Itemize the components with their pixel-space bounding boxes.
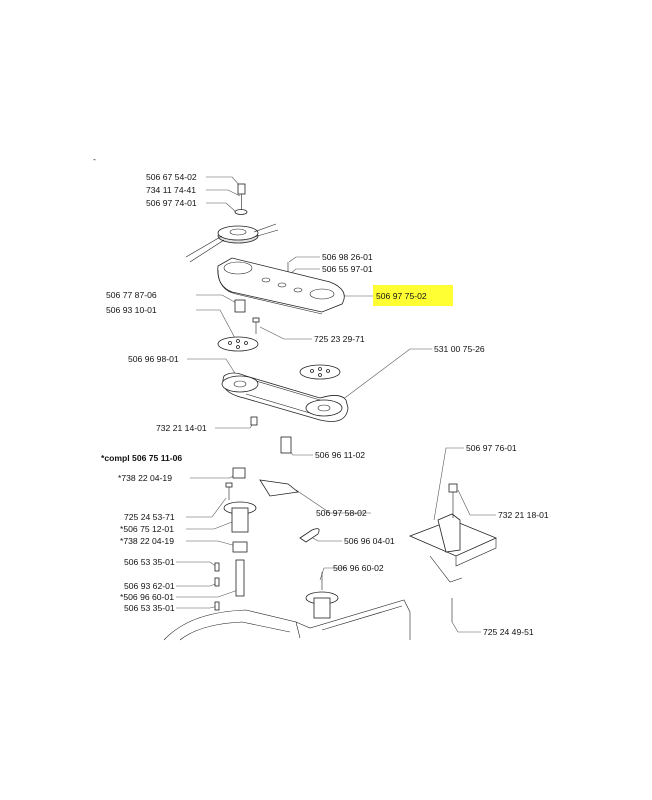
part-label: 506 53 35-01 <box>124 557 175 567</box>
part-label: *506 75 12-01 <box>120 524 174 534</box>
part-label: 506 96 11-02 <box>315 450 365 460</box>
part-label: 531 00 75-26 <box>434 344 485 354</box>
part-label: 506 96 98-01 <box>128 354 179 364</box>
part-label: 506 77 87-06 <box>106 290 157 300</box>
part-labels: 506 67 54-02 734 11 74-41 506 97 74-01 5… <box>101 172 549 637</box>
part-label: 506 97 58-02 <box>316 508 367 518</box>
part-label: 725 24 53-71 <box>124 512 175 522</box>
part-label: 506 98 26-01 <box>322 252 373 262</box>
part-label-highlighted: 506 97 75-02 <box>376 291 427 301</box>
part-label: 732 21 18-01 <box>498 510 549 520</box>
part-label: 732 21 14-01 <box>156 423 207 433</box>
part-label: 506 93 10-01 <box>106 305 157 315</box>
part-label: *506 96 60-01 <box>120 592 174 602</box>
part-label: 506 97 74-01 <box>146 198 197 208</box>
part-label: 506 93 62-01 <box>124 581 175 591</box>
part-label: 506 53 35-01 <box>124 603 175 613</box>
part-label-assembly: *compl 506 75 11-06 <box>101 453 182 463</box>
part-label: 506 55 97-01 <box>322 264 373 274</box>
part-label: 725 23 29-71 <box>314 334 365 344</box>
highlight-box <box>373 285 453 306</box>
part-label: 734 11 74-41 <box>146 185 196 195</box>
part-label: 506 96 04-01 <box>344 536 395 546</box>
part-label: *738 22 04-19 <box>120 536 174 546</box>
exploded-parts-drawing <box>163 183 498 641</box>
part-label: *738 22 04-19 <box>118 473 172 483</box>
part-label: 506 96 60-02 <box>333 563 384 573</box>
part-label: 506 97 76-01 <box>466 443 517 453</box>
part-label: 725 24 49-51 <box>483 627 534 637</box>
part-label: 506 67 54-02 <box>146 172 197 182</box>
corner-dash: - <box>93 154 96 164</box>
